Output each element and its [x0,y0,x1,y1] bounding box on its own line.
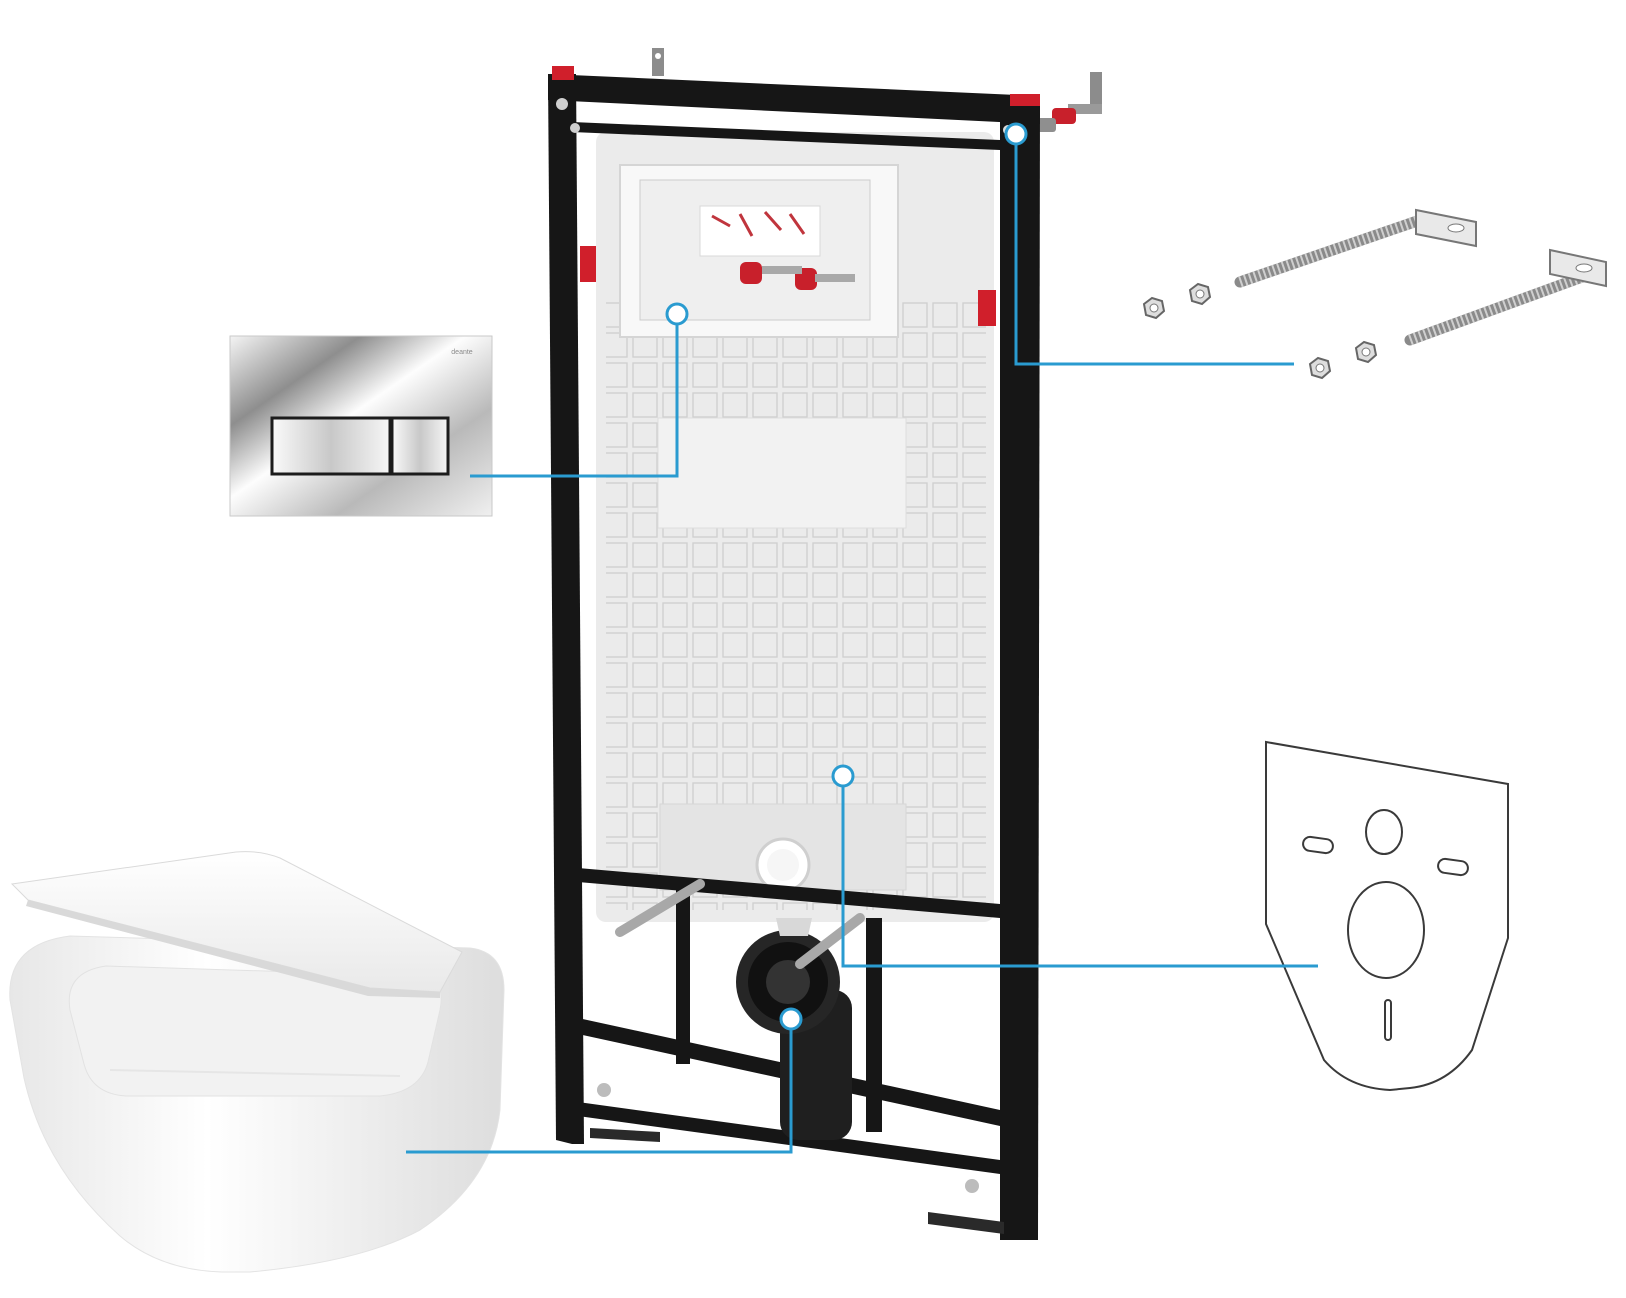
callout-flush-plate-dot [665,302,689,326]
callout-mounting-kit [1014,145,1294,366]
bowl-support-rods [615,879,865,969]
mounting-kit [1142,208,1607,380]
soundproofing-pad [1265,740,1509,1092]
callout-soundproofing-pad-dot [831,764,855,788]
top-bracket-right [1036,72,1102,132]
mounting-bolt-upper [1234,208,1477,288]
flush-button-large [270,416,392,476]
callout-mounting-kit-dot [1004,122,1028,146]
callout-toilet-bowl-dot [779,1007,803,1031]
callout-lines [406,122,1318,1154]
mounting-bolt-lower [1404,248,1607,346]
callout-flush-plate [470,325,679,478]
top-bracket-left [652,48,664,76]
hex-nuts [1142,282,1378,380]
flush-plate-brand: deante [451,349,473,356]
installation-frame [548,48,1102,1240]
callout-soundproofing-pad [841,787,1318,968]
flush-plate: deante [229,335,493,517]
flush-button-small [390,416,450,476]
toilet-bowl [9,851,505,1273]
callout-toilet-bowl [406,1030,793,1154]
flush-valve-housing [619,164,899,338]
